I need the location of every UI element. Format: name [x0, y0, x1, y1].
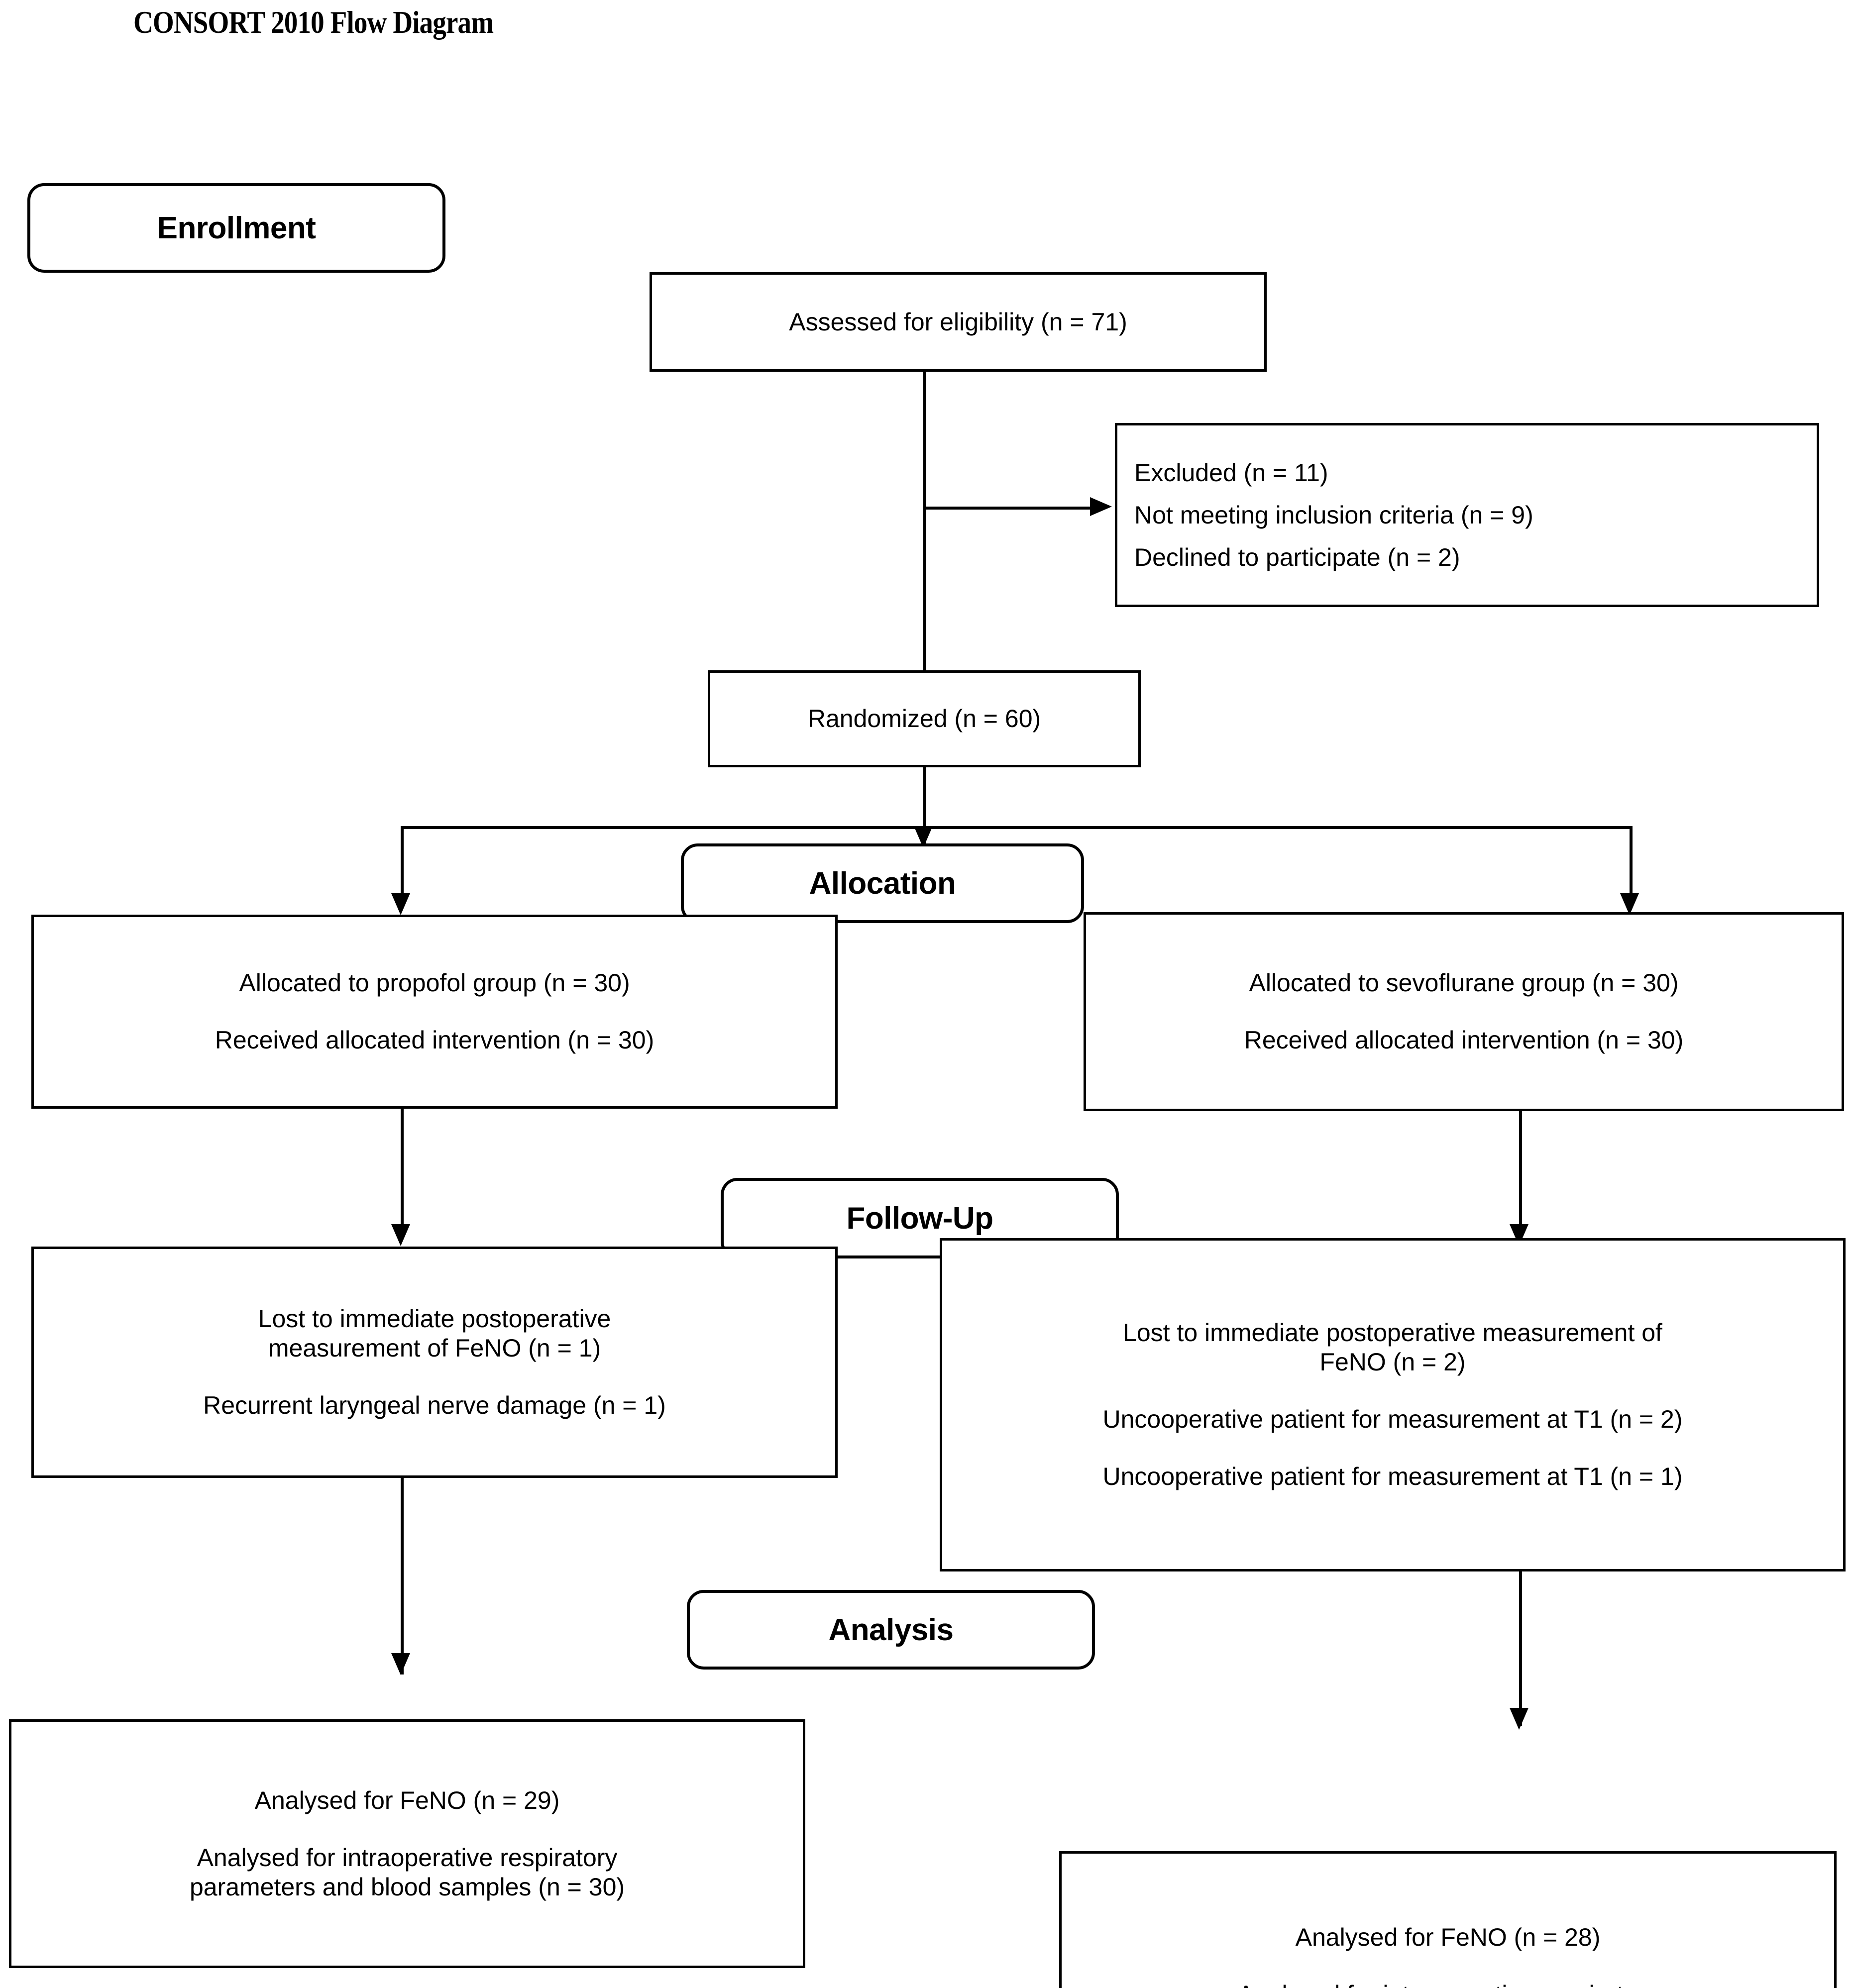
arrowhead-to-allocated-left	[391, 893, 410, 915]
arrowhead-to-followup-left	[391, 1224, 410, 1246]
arrowhead-to-analysis-left	[391, 1653, 410, 1675]
connector-to-allocated-left	[401, 826, 404, 903]
followup-left-line-2: Recurrent laryngeal nerve damage (n = 1)	[203, 1391, 666, 1419]
node-analysis-sevoflurane: Analysed for FeNO (n = 28) Analysed for …	[1059, 1851, 1837, 1988]
node-allocated-propofol: Allocated to propofol group (n = 30) Rec…	[31, 915, 838, 1109]
stage-enrollment: Enrollment	[27, 183, 445, 273]
stage-analysis: Analysis	[687, 1590, 1095, 1670]
allocated-right-line-1: Allocated to sevoflurane group (n = 30)	[1249, 969, 1679, 997]
connector-assessed-to-excluded	[923, 507, 1090, 510]
stage-analysis-label: Analysis	[828, 1612, 954, 1647]
excluded-line-2: Not meeting inclusion criteria (n = 9)	[1134, 501, 1533, 529]
analysis-left-line-1: Analysed for FeNO (n = 29)	[254, 1786, 560, 1814]
randomized-line-1: Randomized (n = 60)	[807, 705, 1041, 732]
stage-follow-up-label: Follow-Up	[846, 1201, 993, 1236]
followup-right-line-3: Uncooperative patient for measurement at…	[1102, 1463, 1683, 1490]
connector-allocated-right-to-followup	[1519, 1111, 1522, 1236]
node-analysis-propofol: Analysed for FeNO (n = 29) Analysed for …	[9, 1719, 805, 1968]
stage-enrollment-label: Enrollment	[157, 210, 316, 245]
allocated-left-line-1: Allocated to propofol group (n = 30)	[239, 969, 630, 997]
connector-to-allocated-right	[1630, 826, 1633, 903]
assessed-line-1: Assessed for eligibility (n = 71)	[789, 308, 1127, 336]
allocated-left-line-2: Received allocated intervention (n = 30)	[215, 1026, 654, 1054]
stage-allocation-label: Allocation	[809, 866, 956, 901]
analysis-right-line-1: Analysed for FeNO (n = 28)	[1295, 1923, 1601, 1951]
analysis-left-line-2: Analysed for intraoperative respiratory …	[189, 1843, 625, 1901]
connector-allocated-left-to-followup	[401, 1109, 404, 1236]
node-assessed-for-eligibility: Assessed for eligibility (n = 71)	[650, 272, 1267, 372]
node-followup-propofol: Lost to immediate postoperative measurem…	[31, 1247, 838, 1478]
node-excluded: Excluded (n = 11) Not meeting inclusion …	[1115, 423, 1819, 607]
connector-followup-left-to-analysis	[401, 1478, 404, 1674]
arrowhead-to-analysis-right	[1510, 1708, 1528, 1730]
connector-assessed-to-randomized	[923, 372, 926, 670]
node-allocated-sevoflurane: Allocated to sevoflurane group (n = 30) …	[1084, 912, 1844, 1111]
node-followup-sevoflurane: Lost to immediate postoperative measurem…	[940, 1238, 1846, 1571]
arrowhead-to-allocated-right	[1620, 893, 1639, 915]
node-randomized: Randomized (n = 60)	[708, 670, 1141, 767]
page-title: CONSORT 2010 Flow Diagram	[133, 4, 494, 40]
excluded-line-3: Declined to participate (n = 2)	[1134, 543, 1460, 571]
connector-followup-right-to-analysis	[1519, 1571, 1522, 1726]
connector-allocation-split-bar	[401, 826, 1633, 829]
followup-right-line-2: Uncooperative patient for measurement at…	[1102, 1405, 1683, 1433]
followup-right-line-1: Lost to immediate postoperative measurem…	[1123, 1319, 1662, 1376]
allocated-right-line-2: Received allocated intervention (n = 30)	[1244, 1026, 1684, 1054]
followup-left-line-1: Lost to immediate postoperative measurem…	[258, 1305, 611, 1362]
arrowhead-to-excluded	[1090, 497, 1112, 516]
stage-allocation: Allocation	[681, 843, 1084, 923]
analysis-right-line-2: Analysed for intraoperative respiratory …	[1222, 1980, 1673, 1988]
connector-randomized-stem	[923, 767, 926, 849]
excluded-line-1: Excluded (n = 11)	[1134, 458, 1328, 487]
